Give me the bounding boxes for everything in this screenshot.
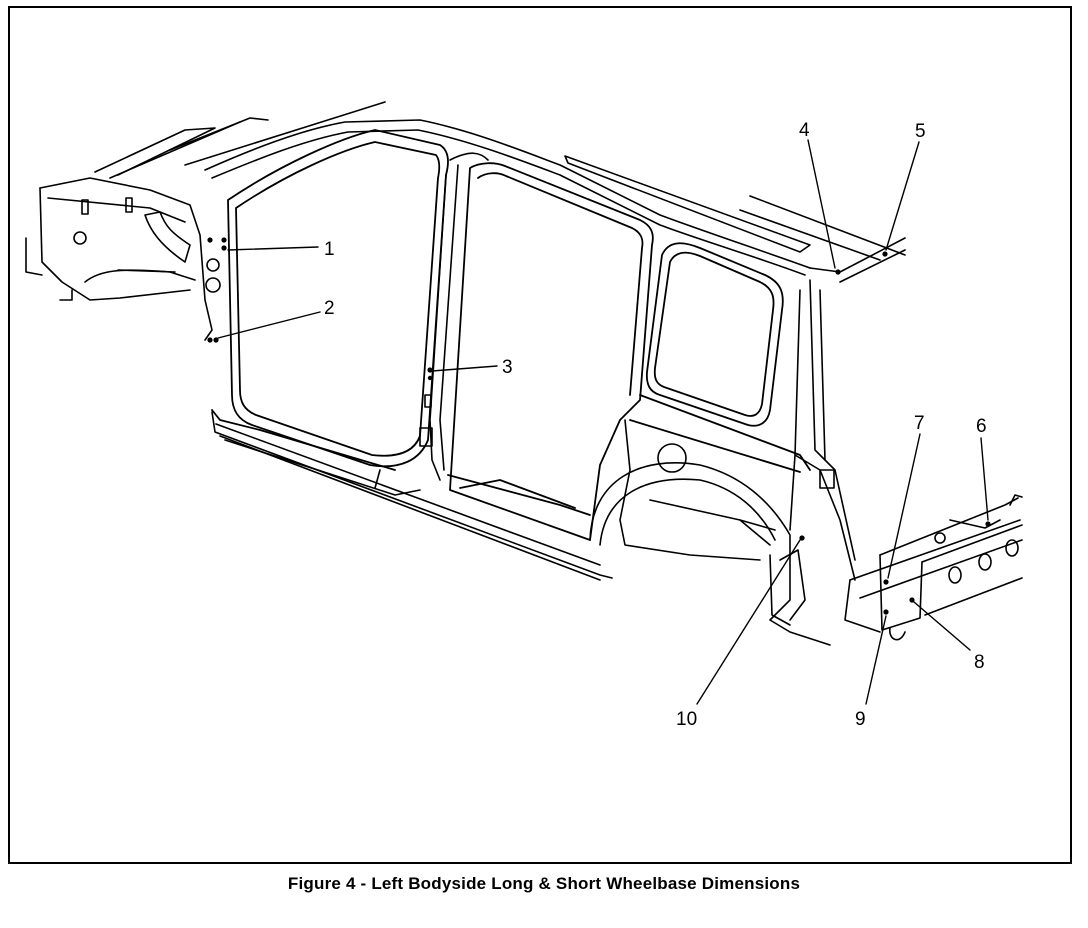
leader-2: [217, 311, 321, 339]
callout-4: 4: [799, 120, 810, 141]
callout-10: 10: [676, 709, 697, 730]
rocker-panel: [211, 411, 613, 581]
figure-caption: Figure 4 - Left Bodyside Long & Short Wh…: [287, 874, 801, 893]
front-structure: [25, 177, 221, 341]
leader-8: [913, 601, 971, 651]
callout-1: 1: [324, 239, 335, 260]
leader-4: [807, 139, 836, 269]
callout-7: 7: [914, 413, 925, 434]
callout-5: 5: [915, 121, 926, 142]
callout-8: 8: [974, 652, 985, 673]
b-pillar: [419, 152, 489, 481]
callout-2: 2: [324, 298, 335, 319]
leader-5: [885, 141, 920, 251]
callout-numbers: 1 2 3 4 5 6 7 8 9 10: [324, 120, 987, 730]
leader-7: [887, 433, 921, 579]
quarter-window: [629, 242, 811, 473]
leader-3: [431, 365, 498, 372]
callout-6: 6: [976, 416, 987, 437]
leader-1: [227, 246, 319, 251]
reference-points: [207, 237, 991, 615]
leader-9: [865, 615, 887, 705]
leader-6: [980, 437, 989, 521]
roof-rail-lines: [94, 101, 906, 283]
leader-lines: [217, 139, 989, 705]
callout-9: 9: [855, 709, 866, 730]
rear-wheelhouse: [589, 419, 831, 646]
sliding-door-opening: [447, 162, 654, 541]
d-pillar: [789, 279, 856, 581]
callout-3: 3: [502, 357, 513, 378]
leader-10: [696, 539, 801, 705]
figure-frame: [8, 6, 1072, 864]
rear-frame-rail: [844, 494, 1023, 641]
